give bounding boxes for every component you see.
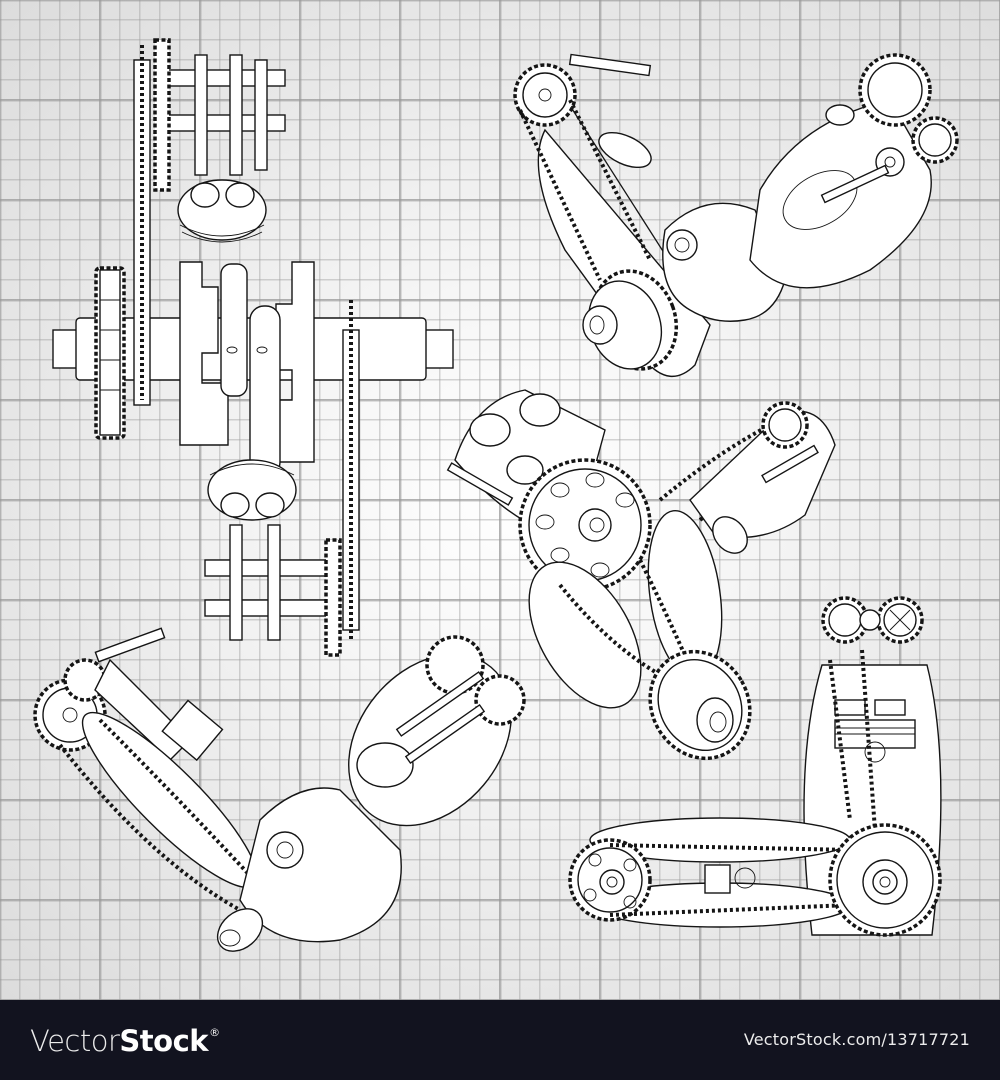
image-id-link[interactable]: VectorStock.com/13717721 bbox=[743, 1030, 970, 1049]
logo-text-bold: Stock bbox=[119, 1024, 209, 1058]
blueprint-canvas bbox=[0, 0, 1000, 1000]
logo-text-light: Vector bbox=[30, 1024, 120, 1058]
vectorstock-logo: VectorStock® bbox=[30, 1024, 220, 1058]
engine-illustrations bbox=[33, 38, 959, 952]
registered-mark-icon: ® bbox=[209, 1026, 220, 1039]
engine-v-upper-right bbox=[513, 53, 959, 378]
footer-bar: VectorStock® VectorStock.com/13717721 bbox=[0, 1000, 1000, 1080]
engine-side-lower-right bbox=[568, 596, 942, 937]
engine-top-view bbox=[52, 38, 454, 657]
engine-v-lower-left bbox=[33, 627, 526, 952]
engine-front-center bbox=[446, 389, 836, 761]
